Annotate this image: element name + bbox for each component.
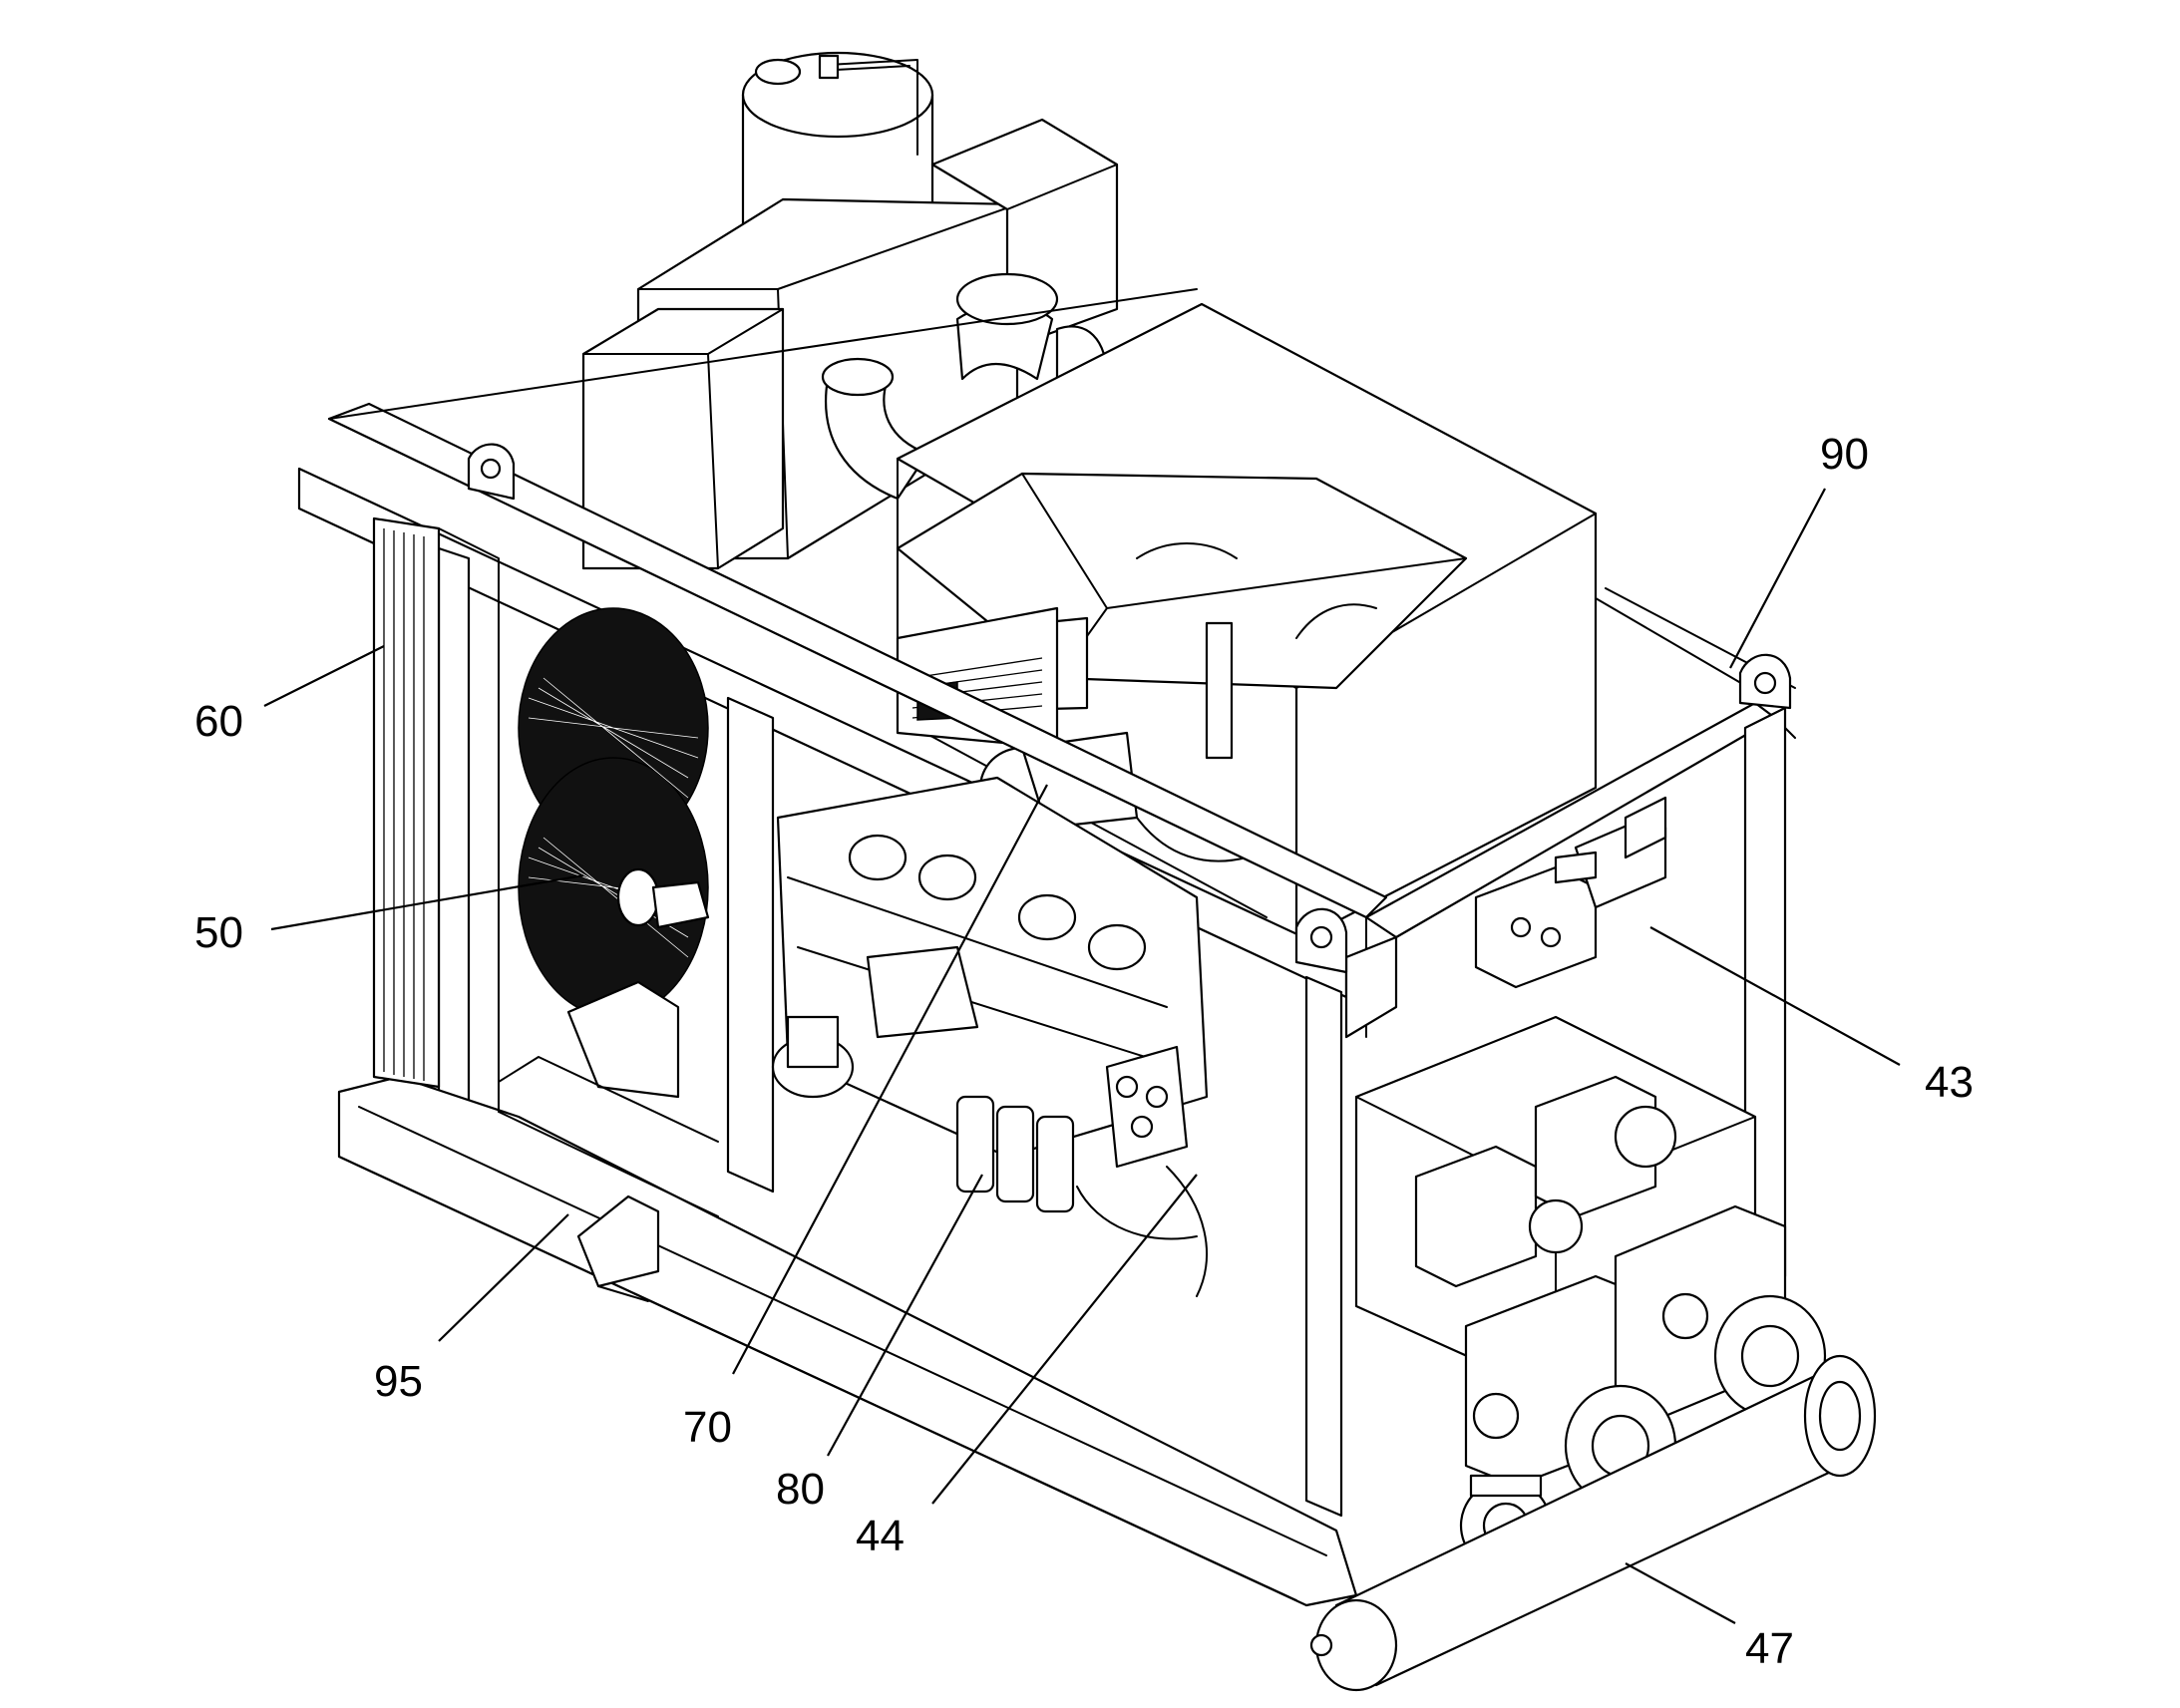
callout-95: 95 xyxy=(374,1357,423,1406)
callout-80: 80 xyxy=(776,1465,825,1514)
fan-shroud xyxy=(498,597,719,1217)
leader-47 xyxy=(1625,1562,1736,1624)
callout-44: 44 xyxy=(856,1512,905,1560)
base-frame xyxy=(337,1075,1358,1607)
leader-80 xyxy=(827,1174,983,1457)
intake-elbow xyxy=(821,272,1109,501)
radiator-core xyxy=(372,516,500,1113)
engine xyxy=(776,776,1209,1159)
callout-43: 43 xyxy=(1925,1058,1974,1107)
leader-lines xyxy=(263,488,1901,1624)
leader-60 xyxy=(263,645,385,707)
control-valves xyxy=(1474,796,1667,989)
leader-90 xyxy=(1729,488,1826,669)
callout-47: 47 xyxy=(1745,1624,1794,1673)
callout-70: 70 xyxy=(683,1403,732,1452)
outlet-manifold xyxy=(1309,1354,1877,1692)
lifting-lugs xyxy=(467,443,1792,974)
callout-90: 90 xyxy=(1820,430,1869,479)
cooling-fans xyxy=(518,607,710,1018)
leader-50 xyxy=(270,873,584,931)
filters xyxy=(771,1015,1075,1213)
leader-95 xyxy=(438,1213,569,1342)
hydraulic-fittings xyxy=(1076,1045,1208,1297)
leader-70 xyxy=(732,784,1048,1375)
callout-labels: 60 50 95 70 80 44 47 43 90 xyxy=(194,430,1974,1673)
leader-44 xyxy=(931,1174,1198,1505)
leader-43 xyxy=(1649,926,1901,1066)
callout-50: 50 xyxy=(194,908,243,957)
callout-60: 60 xyxy=(194,697,243,746)
